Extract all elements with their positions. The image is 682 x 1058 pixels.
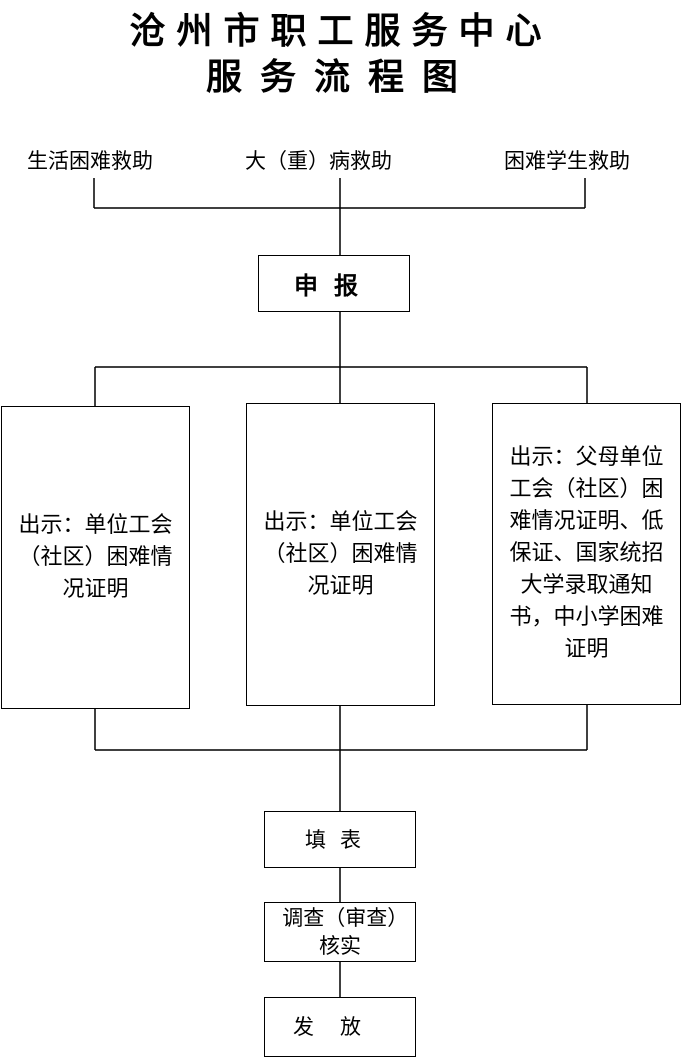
step-investigate-box: 调查（审查）核实 <box>264 902 416 962</box>
requirement-box-living: 出示：单位工会（社区）困难情况证明 <box>1 406 190 709</box>
diagram-title-line-2: 服务流程图 <box>205 57 476 98</box>
category-serious-illness: 大（重）病救助 <box>245 149 392 173</box>
requirement-text-illness: 出示：单位工会（社区）困难情况证明 <box>263 509 418 599</box>
diagram-title-line-1: 沧州市职工服务中心 <box>129 11 553 52</box>
requirement-box-student: 出示：父母单位工会（社区）困难情况证明、低保证、国家统招大学录取通知书，中小学困… <box>492 403 681 705</box>
requirement-text-living: 出示：单位工会（社区）困难情况证明 <box>18 512 173 602</box>
requirement-text-student: 出示：父母单位工会（社区）困难情况证明、低保证、国家统招大学录取通知书，中小学困… <box>509 445 664 662</box>
requirement-box-illness: 出示：单位工会（社区）困难情况证明 <box>246 403 435 706</box>
step-fill-form-box: 填表 <box>264 811 416 868</box>
category-living-hardship: 生活困难救助 <box>27 149 153 173</box>
step-distribute-box: 发放 <box>264 997 416 1057</box>
step-apply-box: 申报 <box>258 255 410 312</box>
category-student-hardship: 困难学生救助 <box>504 149 630 173</box>
